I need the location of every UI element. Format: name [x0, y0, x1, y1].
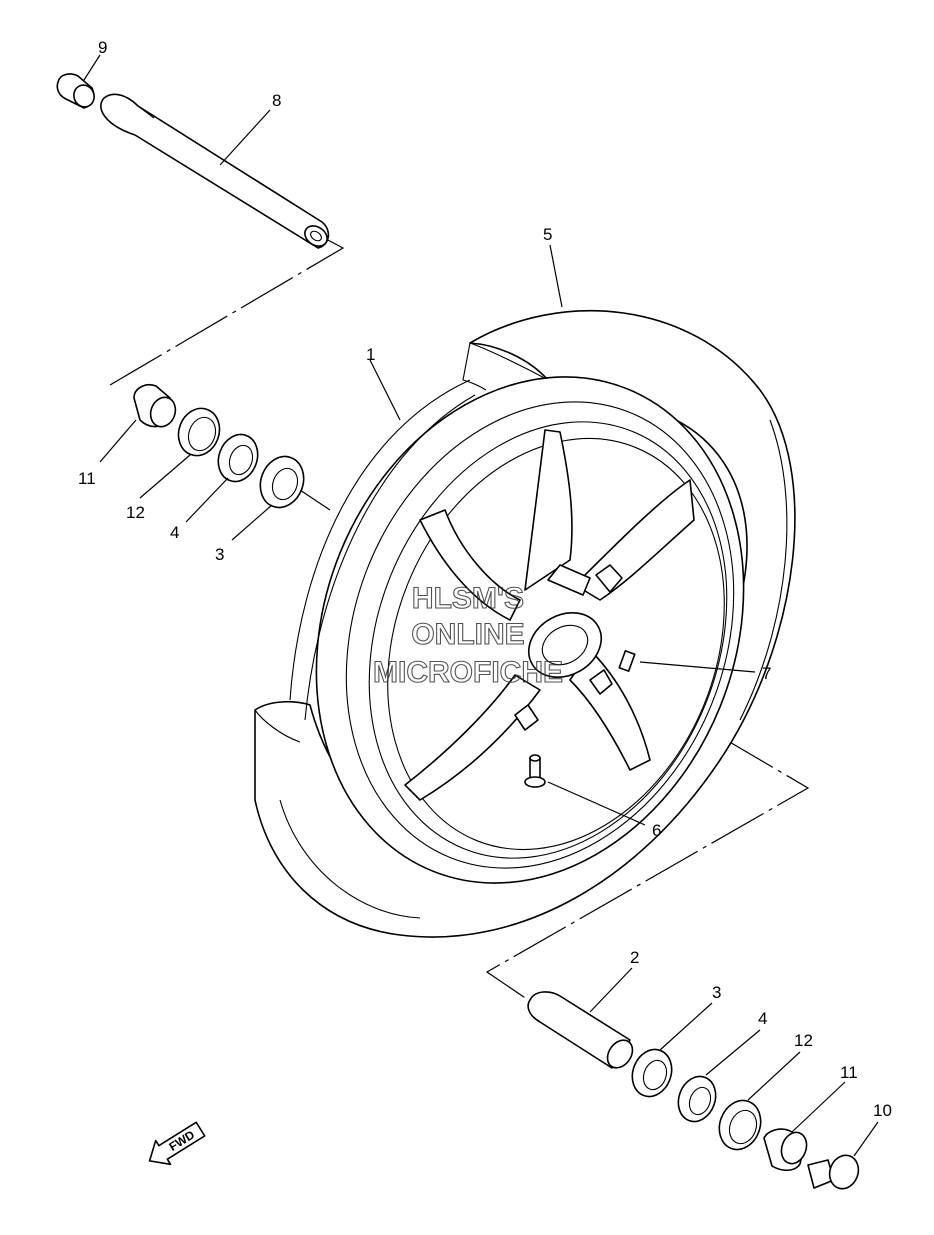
axle-bolt: [807, 1154, 860, 1190]
callout-9: 9: [98, 38, 107, 57]
callout-6: 6: [652, 821, 661, 840]
axle: [100, 93, 330, 249]
oil-seal-right: [718, 1099, 762, 1151]
collar-top: [56, 73, 95, 109]
callout-5: 5: [543, 225, 552, 244]
callout-labels: 1 2 3 3 4 4 5 6 7 8 9 10 11 11 12 12: [78, 38, 892, 1120]
callout-12-right: 12: [794, 1031, 813, 1050]
callout-11-right: 11: [840, 1063, 858, 1082]
watermark: HLSM'S ONLINE MICROFICHE: [372, 581, 563, 689]
callout-4-left: 4: [170, 523, 179, 542]
callout-11-left: 11: [78, 469, 96, 488]
watermark-line-2: ONLINE: [411, 618, 524, 651]
callout-3-right: 3: [712, 983, 721, 1002]
callout-8: 8: [272, 91, 281, 110]
leader-lines: [83, 54, 879, 1157]
callout-1: 1: [366, 345, 375, 364]
bearing-right-3: [631, 1048, 673, 1098]
watermark-line-3: MICROFICHE: [373, 656, 563, 689]
callout-4-right: 4: [758, 1009, 767, 1028]
forward-arrow-icon: FWD: [148, 1121, 206, 1166]
balance-weight: [618, 650, 636, 672]
spacer: [527, 991, 634, 1069]
wheel-hub: [514, 564, 623, 731]
oil-seal-left: [177, 407, 221, 457]
callout-12-left: 12: [126, 503, 145, 522]
valve: [524, 754, 546, 788]
bearing-left-4: [217, 433, 259, 483]
callout-7: 7: [762, 664, 771, 683]
bearing-left-3: [259, 455, 305, 509]
callout-10: 10: [873, 1101, 892, 1120]
watermark-line-1: HLSM'S: [412, 582, 524, 615]
collar-left: [133, 383, 177, 428]
bearing-right-4: [677, 1075, 717, 1123]
callout-3-left: 3: [215, 545, 224, 564]
collar-right: [763, 1128, 808, 1172]
callout-2: 2: [630, 948, 639, 967]
